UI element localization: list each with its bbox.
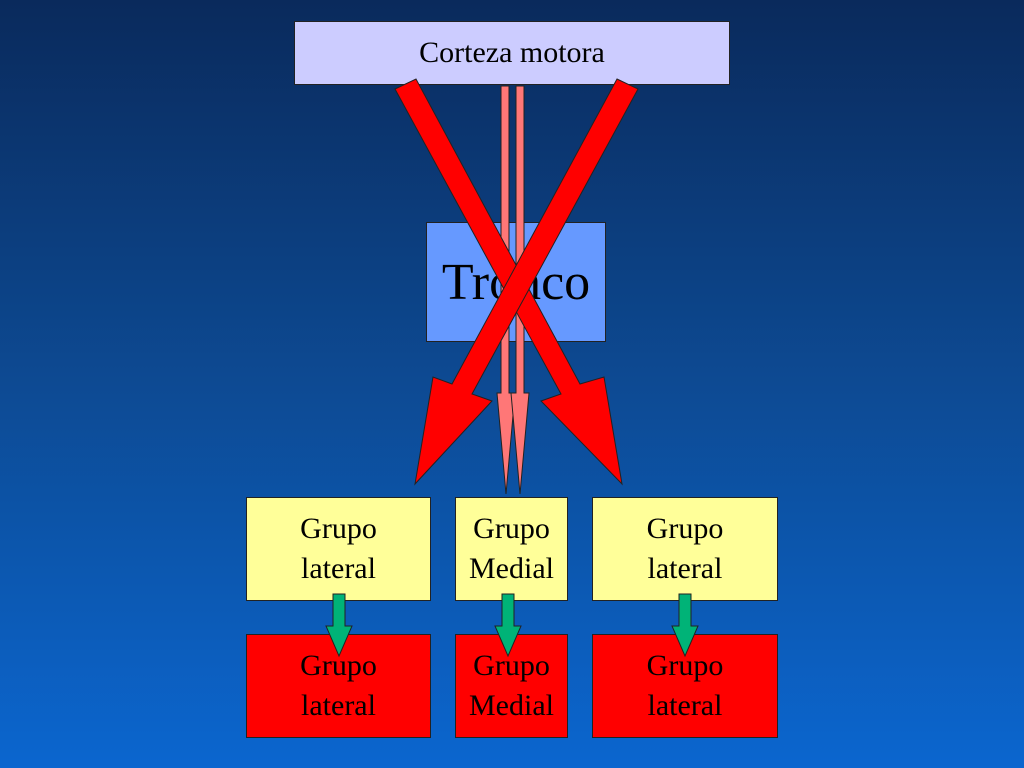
box-line-1: Grupo <box>473 512 550 545</box>
lateral-group-left-box: Grupo lateral <box>246 497 431 601</box>
box-line-1: Grupo <box>473 649 550 682</box>
lateral-group-right-box: Grupo lateral <box>592 497 778 601</box>
box-line-2: Medial <box>469 689 554 722</box>
medial-group-box: Grupo Medial <box>455 497 568 601</box>
box-line-2: Medial <box>469 552 554 585</box>
brainstem-label: Tronco <box>441 253 591 311</box>
box-line-1: Grupo <box>646 649 724 682</box>
box-line-1: Grupo <box>300 512 377 545</box>
box-line-1: Grupo <box>300 649 377 682</box>
motor-cortex-box: Corteza motora <box>294 21 730 85</box>
lateral-group-left-bottom-box: Grupo lateral <box>246 634 431 738</box>
box-line-2: lateral <box>301 689 376 722</box>
box-line-2: lateral <box>301 552 376 585</box>
medial-group-bottom-box: Grupo Medial <box>455 634 568 738</box>
box-line-2: lateral <box>647 689 723 722</box>
lateral-group-right-bottom-box: Grupo lateral <box>592 634 778 738</box>
box-line-2: lateral <box>647 552 723 585</box>
motor-cortex-label: Corteza motora <box>419 36 605 69</box>
brainstem-box: Tronco <box>426 222 606 342</box>
box-line-1: Grupo <box>646 512 724 545</box>
